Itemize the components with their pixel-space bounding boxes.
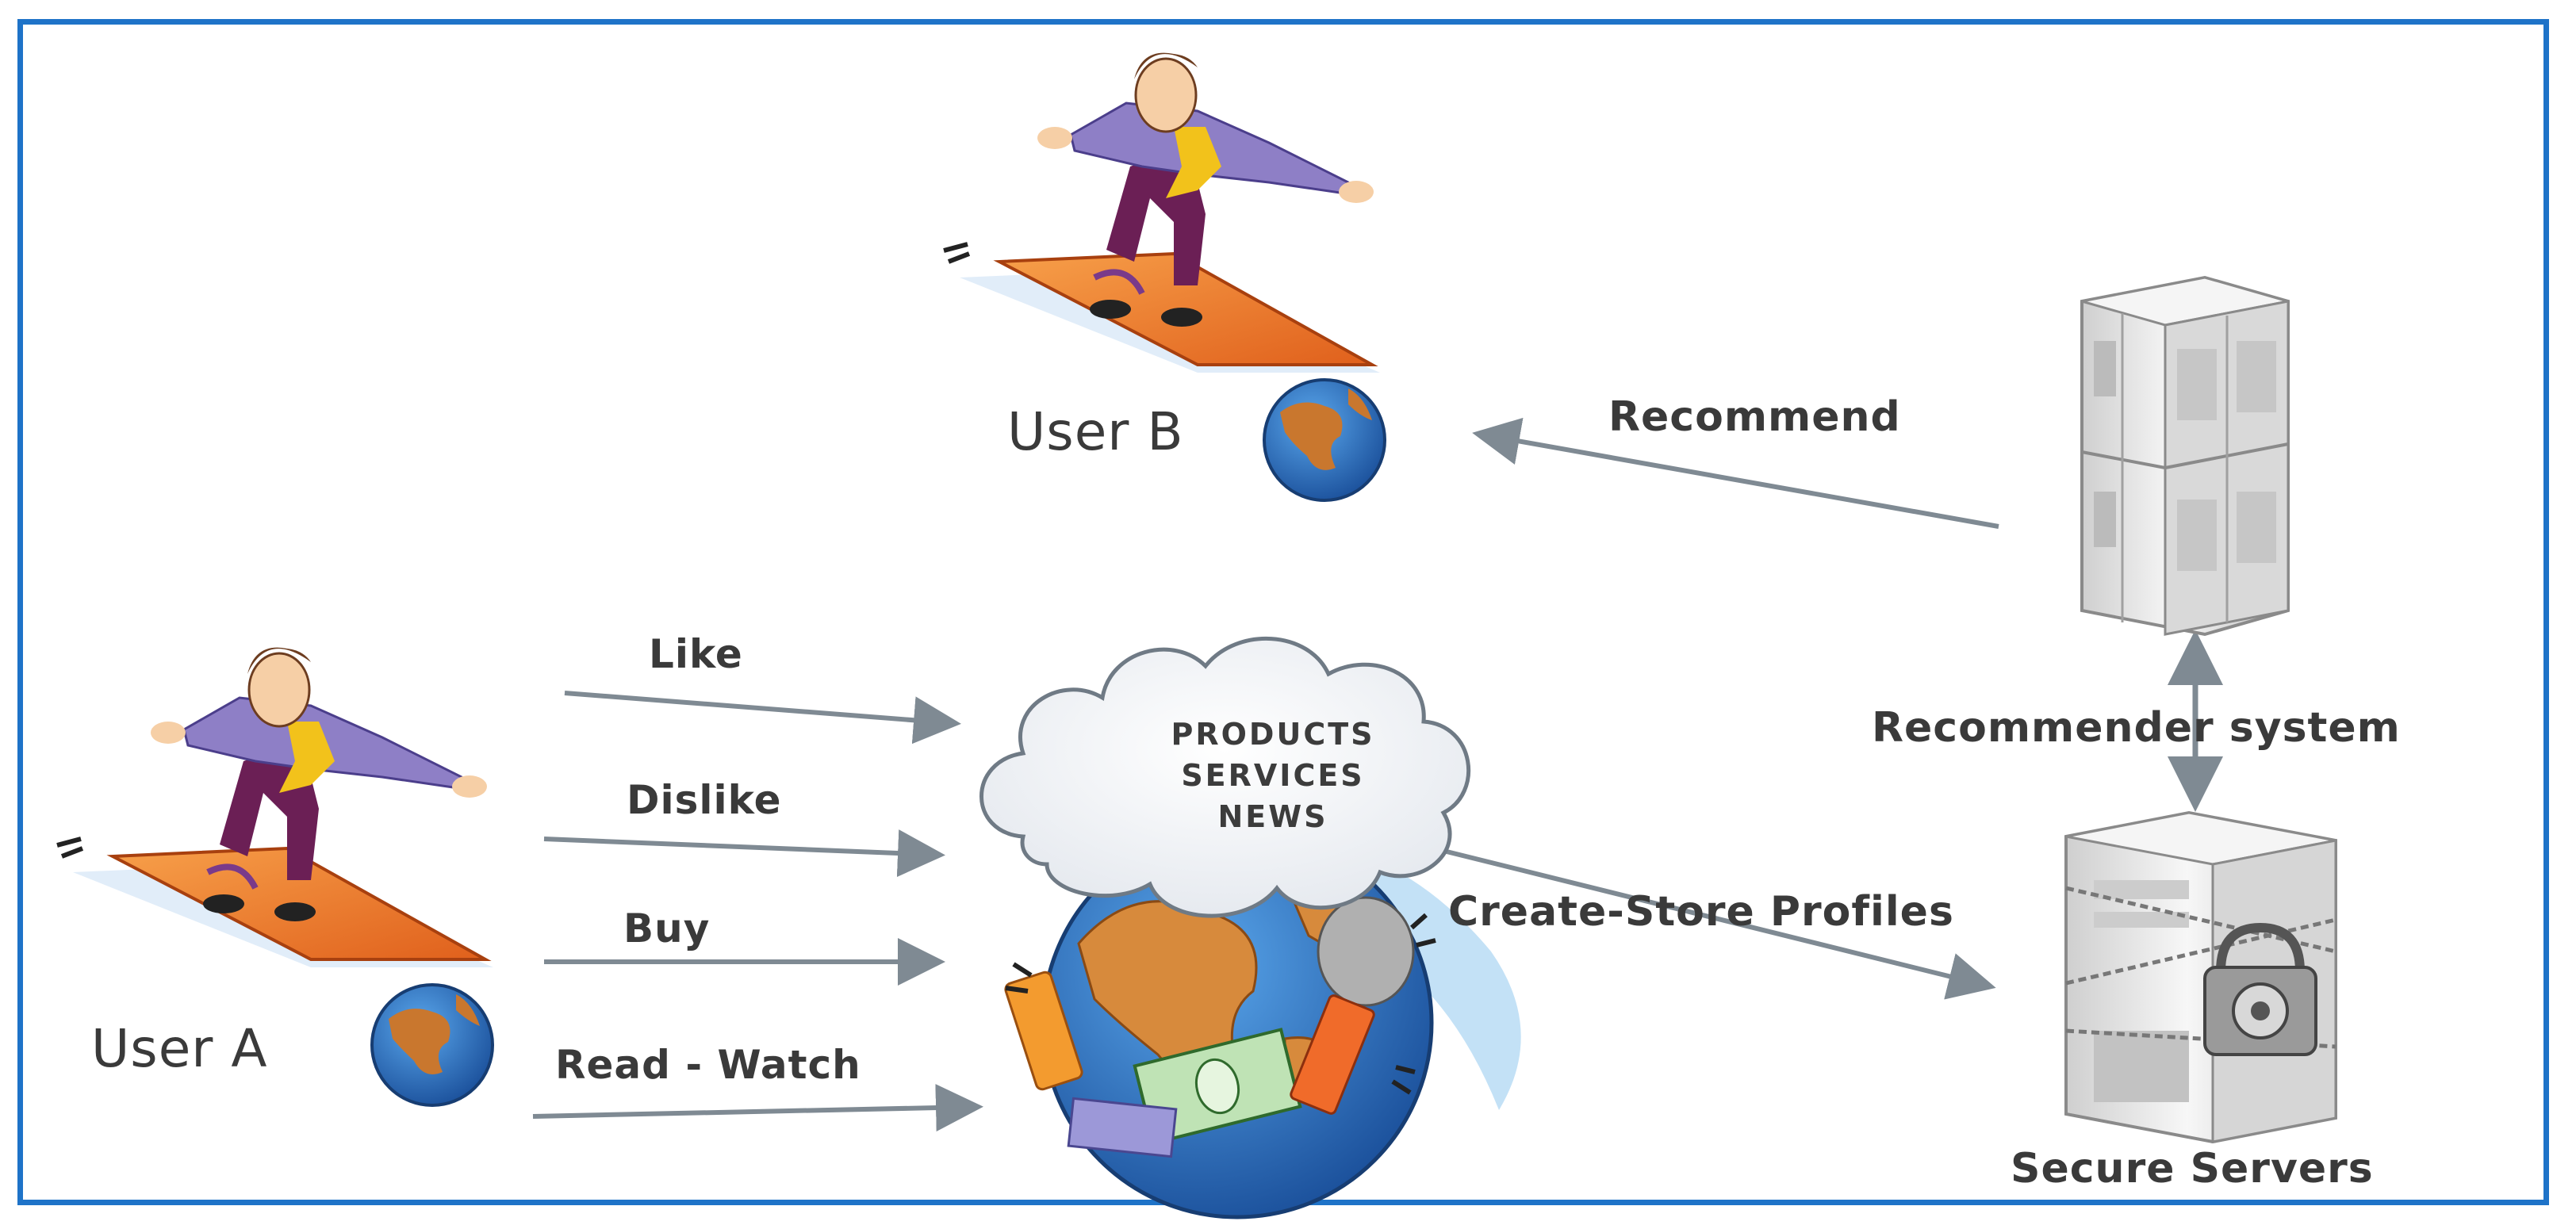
arrow-create-store-profiles xyxy=(1443,848,1996,1000)
locked-server-icon xyxy=(2064,810,2337,1144)
user-b-label: User B xyxy=(1007,401,1184,462)
cloud-line-news: NEWS xyxy=(1217,799,1328,834)
cloud-line-services: SERVICES xyxy=(1181,758,1365,793)
cloud-icon xyxy=(979,636,1471,918)
arrow-dislike xyxy=(543,829,945,878)
cloud-content: PRODUCTS SERVICES NEWS xyxy=(1106,714,1439,837)
recommend-label: Recommend xyxy=(1608,393,1901,441)
arrow-recommend xyxy=(1472,417,1999,529)
buy-label: Buy xyxy=(623,905,711,951)
globe-icon xyxy=(1263,378,1386,502)
user-a-label: User A xyxy=(91,1018,268,1079)
arrow-read-watch xyxy=(532,1084,983,1132)
create-store-profiles-label: Create-Store Profiles xyxy=(1448,888,1954,936)
arrow-like xyxy=(564,691,961,745)
surfer-icon xyxy=(56,647,493,967)
read-watch-label: Read - Watch xyxy=(555,1042,861,1088)
money-globe-icon xyxy=(1004,826,1521,1219)
surfer-icon xyxy=(943,52,1380,373)
dislike-label: Dislike xyxy=(627,777,782,823)
recommender-system-label: Recommender system xyxy=(1872,704,2401,752)
secure-servers-label: Secure Servers xyxy=(2011,1145,2374,1193)
globe-icon xyxy=(370,983,494,1107)
cloud-line-products: PRODUCTS xyxy=(1171,717,1375,752)
like-label: Like xyxy=(649,631,743,677)
server-tower-icon xyxy=(2080,275,2290,637)
